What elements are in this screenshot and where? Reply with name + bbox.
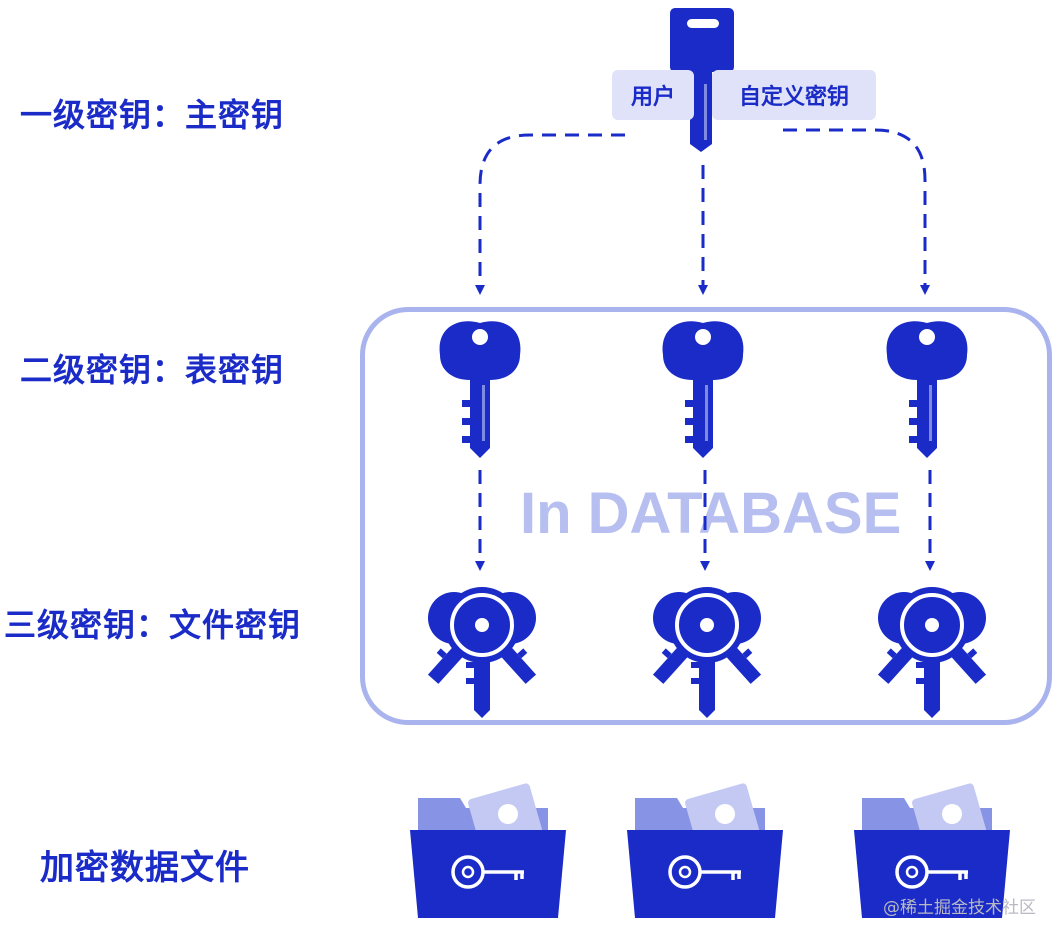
keyring-icon xyxy=(877,587,987,718)
table-key-icon xyxy=(439,321,521,458)
database-box xyxy=(360,307,1052,725)
keyring-icon xyxy=(652,587,762,718)
level2-label: 二级密钥：表密钥 xyxy=(20,351,285,389)
folder-icon xyxy=(627,783,783,918)
level1-label: 一级密钥：主密钥 xyxy=(20,96,285,134)
master-key-caption-right: 自定义密钥 xyxy=(712,70,876,120)
level4-label: 加密数据文件 xyxy=(40,848,250,888)
table-key-icon xyxy=(662,321,744,458)
level3-label: 三级密钥：文件密钥 xyxy=(4,606,302,644)
master-key-icon xyxy=(670,8,734,152)
master-to-table-arrows xyxy=(475,128,930,295)
master-key-caption-left: 用户 xyxy=(612,70,694,120)
keyring-icon xyxy=(427,587,537,718)
folder-icon xyxy=(410,783,566,918)
database-label: In DATABASE xyxy=(520,481,902,546)
table-to-file-arrows xyxy=(475,470,935,571)
table-key-icon xyxy=(886,321,968,458)
watermark: @稀土掘金技术社区 xyxy=(883,898,1036,918)
folder-icon xyxy=(854,783,1010,918)
